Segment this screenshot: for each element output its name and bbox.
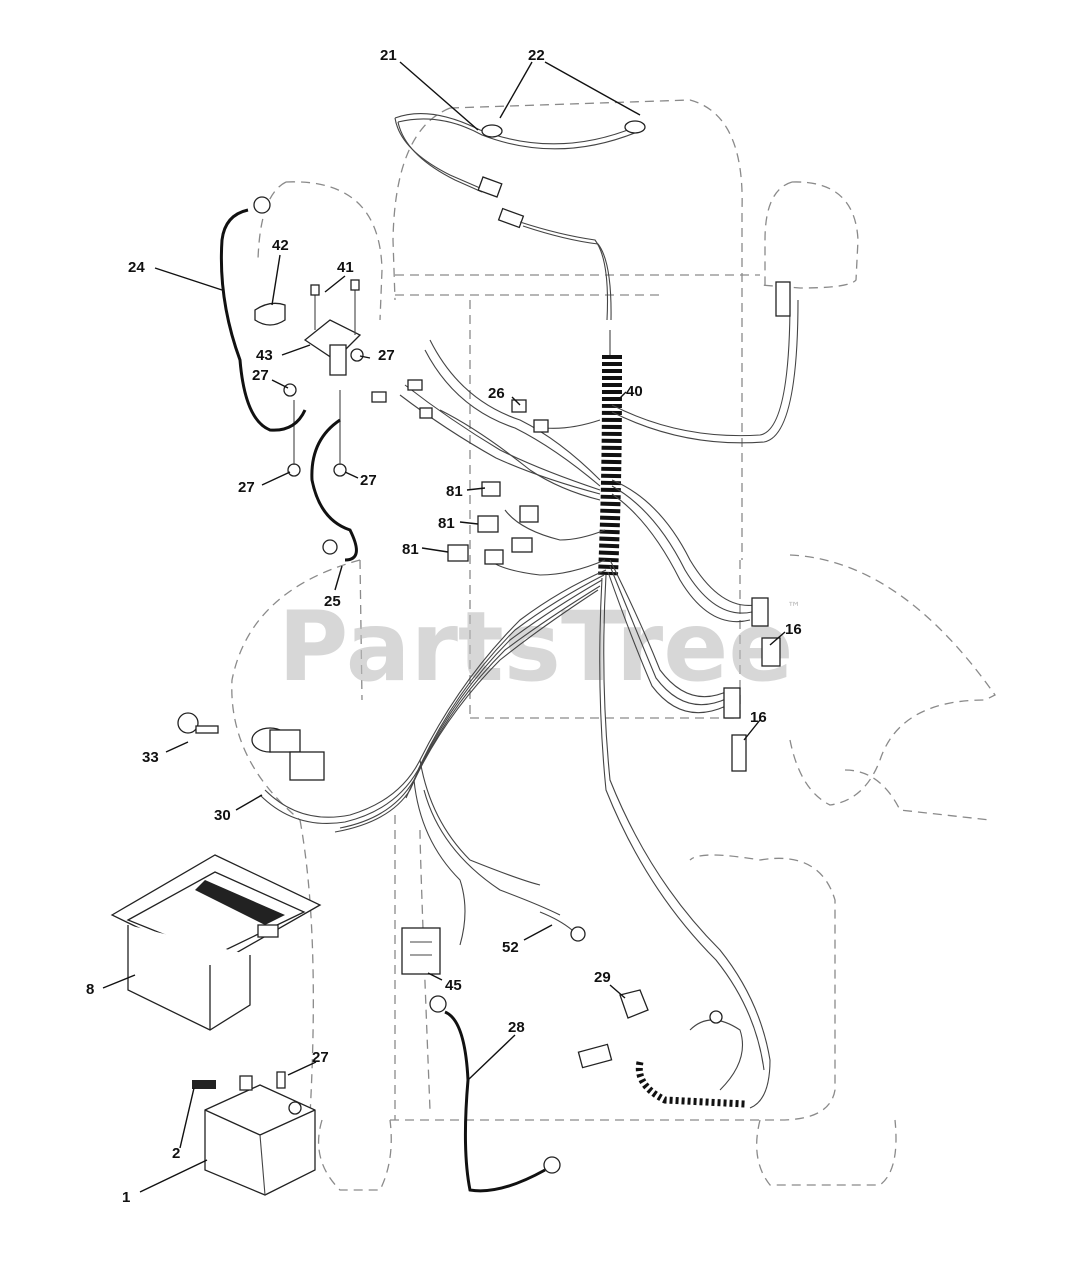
fuse-holder [401, 927, 441, 975]
callout-2: 2 [172, 1145, 180, 1162]
callout-24: 24 [128, 259, 145, 276]
battery-box [110, 854, 322, 1031]
main-wire-harness [259, 299, 799, 1109]
callout-81-middle: 81 [438, 515, 455, 532]
starter-solenoid [254, 279, 364, 477]
terminal-bolt [192, 1080, 216, 1089]
headlight-harness [394, 113, 646, 321]
connectors [371, 379, 549, 565]
callout-43: 43 [256, 347, 273, 364]
ignition-switch [251, 727, 325, 781]
battery-cables [219, 196, 561, 1193]
callout-33: 33 [142, 749, 159, 766]
partstree-watermark: PartsTree [278, 591, 793, 703]
callout-1: 1 [122, 1189, 130, 1206]
callout-30: 30 [214, 807, 231, 824]
callout-21: 21 [380, 47, 397, 64]
ring-terminal [539, 911, 586, 942]
callout-81-bottom: 81 [402, 541, 419, 558]
callout-41: 41 [337, 259, 354, 276]
callout-16-upper: 16 [785, 621, 802, 638]
callout-27-solenoid-right: 27 [378, 347, 395, 364]
callout-29: 29 [594, 969, 611, 986]
battery [204, 1075, 316, 1196]
callout-8: 8 [86, 981, 94, 998]
coiled-harness-sleeve [598, 330, 622, 576]
callout-52: 52 [502, 939, 519, 956]
callout-22: 22 [528, 47, 545, 64]
callout-25: 25 [324, 593, 341, 610]
leader-lines [102, 61, 786, 1193]
callout-42: 42 [272, 237, 289, 254]
callout-81-top: 81 [446, 483, 463, 500]
trademark-symbol: ™ [787, 600, 801, 616]
callout-27-solenoid: 27 [252, 367, 269, 384]
callout-27-lower-left: 27 [238, 479, 255, 496]
callout-27-battery: 27 [312, 1049, 329, 1066]
tractor-outline [231, 99, 996, 1191]
callout-45: 45 [445, 977, 462, 994]
switches [723, 281, 791, 772]
coil-cord [577, 989, 746, 1108]
callout-16-lower: 16 [750, 709, 767, 726]
callout-labels: 21 22 24 42 41 43 27 27 27 27 26 40 81 8… [86, 47, 802, 1206]
callout-27-lower-right: 27 [360, 472, 377, 489]
callout-28: 28 [508, 1019, 525, 1036]
callout-40: 40 [626, 383, 643, 400]
terminal-clip [276, 1071, 286, 1089]
callout-26: 26 [488, 385, 505, 402]
ignition-key-icon [177, 712, 219, 734]
